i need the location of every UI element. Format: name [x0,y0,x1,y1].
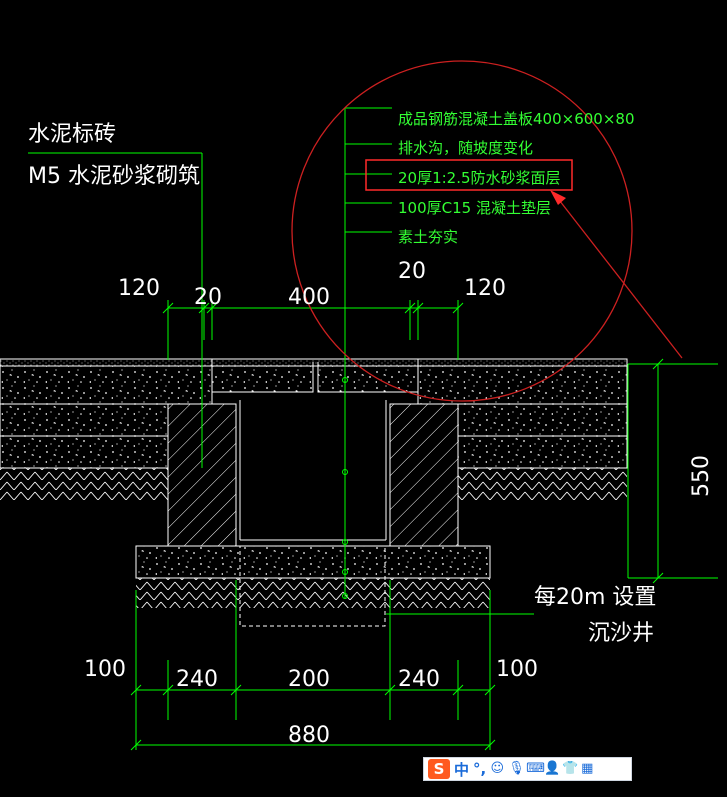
dim-top-400: 400 [288,285,330,310]
smile-icon[interactable]: ☺ [490,761,504,776]
shirt-icon[interactable]: 👕 [562,761,579,776]
dim-total-880: 880 [288,723,330,748]
label-sediment-2: 沉沙井 [588,621,654,646]
pavement-concrete-left [0,365,213,405]
highlight-box [365,159,573,191]
ime-mode-toggle[interactable]: 中 [454,760,470,779]
label-mortar-masonry: M5 水泥砂浆砌筑 [28,164,200,189]
bottom-dimension [130,580,496,751]
pavement-concrete-right [417,365,628,405]
label-layer-soil: 素土夯实 [398,228,458,246]
ime-toolbar[interactable]: S 中 °, ☺ 🎙 ⌨ 👤 👕 ▦ [423,757,632,781]
label-layer-cover: 成品钢筋混凝土盖板400×600×80 [398,110,635,128]
label-brick: 水泥标砖 [28,122,116,147]
cover-slab-left [211,365,314,393]
base-concrete-right [457,403,628,437]
leader-dot-4 [342,569,348,575]
surface-mortar-left [0,358,213,367]
callout-circle [291,60,633,402]
highlight-arrow-head [550,190,566,205]
top-dimension [162,300,464,360]
highlight-arrow-line [555,195,683,359]
soil-right [458,468,627,500]
dim-top-120-right: 120 [464,276,506,301]
cover-slab-right [317,365,419,393]
right-dimension [627,358,718,584]
base-concrete-left [0,403,169,437]
brick-wall-right [389,403,459,547]
dim-bot-240-left: 240 [176,667,218,692]
leader-dot-1 [342,377,348,383]
label-layer-concrete: 100厚C15 混凝土垫层 [398,199,551,217]
keyboard-icon[interactable]: ⌨ [526,761,545,776]
dim-height-550: 550 [689,455,714,497]
dim-bot-240-right: 240 [398,667,440,692]
dim-bot-200: 200 [288,667,330,692]
dim-bot-100-right: 100 [496,657,538,682]
dim-top-20-right: 20 [398,259,426,284]
dim-bot-100-left: 100 [84,657,126,682]
ime-punct-toggle[interactable]: °, [473,760,487,778]
base2-concrete-right [457,435,628,469]
grid-icon[interactable]: ▦ [581,761,594,776]
leader-dot-3 [342,539,348,545]
label-sediment-1: 每20m 设置 [534,585,656,610]
ime-logo-icon[interactable]: S [428,759,450,779]
sediment-pit [239,545,386,627]
label-layer-channel: 排水沟，随坡度变化 [398,139,533,157]
foundation-pad [135,545,491,579]
leader-dot-2 [342,469,348,475]
soil-left [0,468,168,500]
mic-icon[interactable]: 🎙 [508,761,525,776]
dim-top-20-left: 20 [194,285,222,310]
label-layer-mortar: 20厚1:2.5防水砂浆面层 [398,169,561,187]
soil-bottom [136,578,490,608]
surface-mortar-cover [211,358,419,367]
dim-top-120-left: 120 [118,276,160,301]
leader-dot-5 [342,593,348,599]
base2-concrete-left [0,435,169,469]
surface-mortar-right [417,358,628,367]
user-icon[interactable]: 👤 [544,761,561,776]
